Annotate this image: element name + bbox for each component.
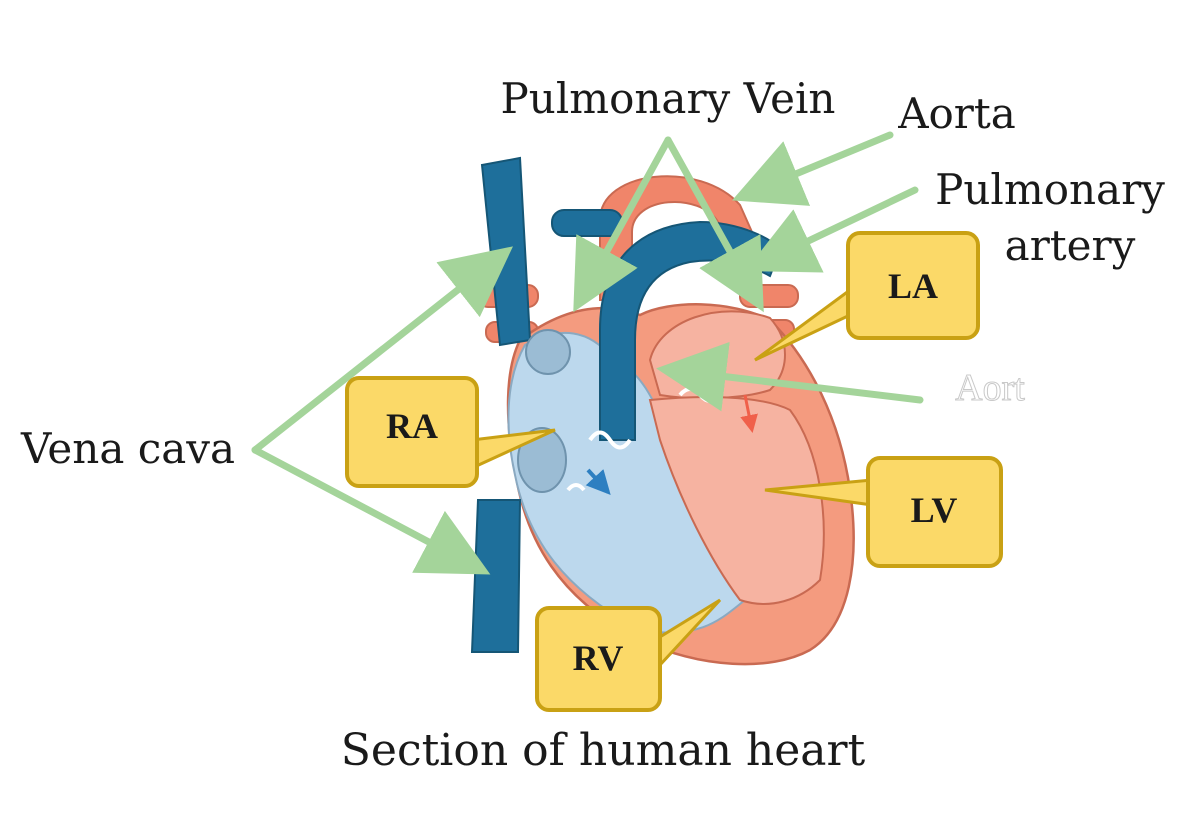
vena-cava-superior-opening [525,329,571,375]
vena-cava-inferior-opening [517,427,567,493]
valve-lower [566,483,586,492]
label-lv: LV [764,456,1003,568]
aort-pointer [656,341,924,412]
pulmonary-vein-label: Pulmonary Vein [501,74,836,123]
tricuspid-valve [588,430,632,450]
pointer-arrows [251,131,924,575]
pulmonary-artery-label-line1: Pulmonary [935,165,1165,214]
vena-cava-inferior [470,499,522,653]
vena-cava-pointer-upper [251,246,513,454]
pulmonary-vein-pointer-left [573,136,672,313]
pulmonary-artery-label-line2: artery [1005,221,1136,270]
caption: Section of human heart [341,725,866,776]
flow-arrow-left [740,394,758,433]
label-lv-text: LV [911,490,958,530]
heart-illustration [470,156,855,666]
pulmonary-vein-pointer-right [664,136,764,313]
vena-cava-label: Vena cava [20,424,235,473]
flow-arrow-right [585,468,611,495]
pulmonary-artery-left-branch [551,209,623,237]
label-ra-text: RA [386,406,438,446]
label-la: LA [754,231,980,362]
left-ventricle [648,396,825,605]
vena-cava-pointer-lower [251,446,491,575]
pulmonary-artery-pointer [745,186,919,273]
label-ra: RA [345,376,556,488]
label-rv-text: RV [573,638,624,678]
aort-watermark-label: Aort [955,367,1025,409]
aorta-pointer [732,131,894,206]
vena-cava-superior [480,156,532,347]
label-la-text: LA [888,266,938,306]
label-rv: RV [535,598,722,712]
aorta-label: Aorta [897,89,1016,138]
